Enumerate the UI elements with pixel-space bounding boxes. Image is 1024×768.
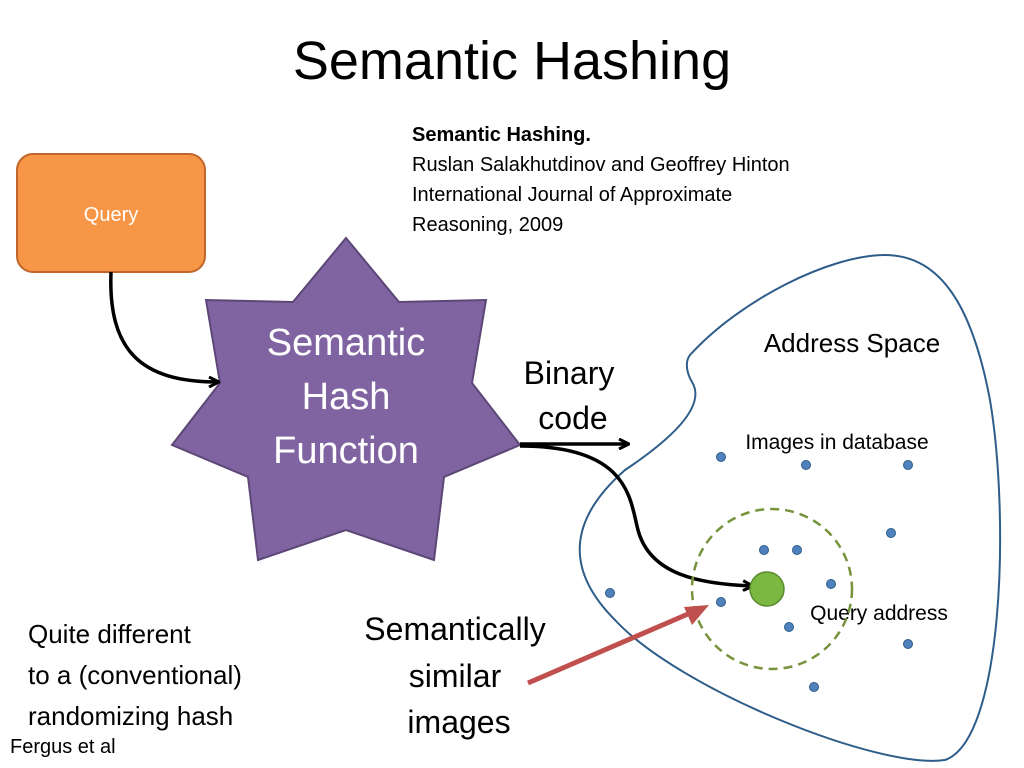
similar-images-arrow-shaft — [527, 611, 689, 686]
hash-to-query-address-arrow — [519, 444, 752, 586]
similar-images-arrow-head — [684, 605, 709, 625]
query-to-hash-arrow — [109, 271, 218, 382]
query-label: Query — [84, 204, 138, 226]
images-in-database-label: Images in database — [745, 431, 928, 454]
database-dot — [759, 545, 769, 555]
database-dot — [826, 579, 836, 589]
address-space-outline — [578, 253, 1002, 762]
hash-function-line2: Hash — [302, 376, 391, 418]
similar-images-line3: images — [407, 704, 510, 740]
slide-title: Semantic Hashing — [292, 31, 732, 91]
database-dot — [605, 588, 615, 598]
database-dot — [886, 528, 896, 538]
binary-code-line2: code — [538, 400, 607, 436]
database-dot — [792, 545, 802, 555]
semantic-hash-function-star — [170, 236, 522, 562]
database-dot — [809, 682, 819, 692]
comparison-note-line1: Quite different — [28, 619, 191, 649]
similar-images-line2: similar — [409, 658, 502, 694]
reference-citation: Semantic Hashing. Ruslan Salakhutdinov a… — [412, 120, 790, 240]
address-space-label: Address Space — [764, 328, 940, 358]
query-address-label: Query address — [810, 602, 948, 625]
comparison-note-line2: to a (conventional) — [28, 660, 242, 690]
reference-journal-line1: International Journal of Approximate — [412, 184, 733, 206]
similar-images-line1: Semantically — [364, 611, 545, 647]
database-dot — [784, 622, 794, 632]
reference-journal-line2: Reasoning, 2009 — [412, 214, 564, 236]
hash-function-line1: Semantic — [267, 322, 425, 364]
database-dot — [716, 597, 726, 607]
binary-code-line1: Binary — [524, 355, 615, 391]
database-dot — [716, 452, 726, 462]
neighborhood-circle — [690, 507, 854, 671]
credit-label: Fergus et al — [10, 736, 116, 758]
reference-authors: Ruslan Salakhutdinov and Geoffrey Hinton — [412, 154, 790, 176]
database-dot — [903, 639, 913, 649]
hash-function-line3: Function — [273, 430, 419, 472]
database-image-dots — [605, 452, 913, 692]
comparison-note: Quite different to a (conventional) rand… — [28, 614, 242, 737]
database-dot — [903, 460, 913, 470]
database-dot — [801, 460, 811, 470]
query-address-dot — [749, 571, 785, 607]
comparison-note-line3: randomizing hash — [28, 701, 234, 731]
reference-title: Semantic Hashing. — [412, 124, 591, 146]
